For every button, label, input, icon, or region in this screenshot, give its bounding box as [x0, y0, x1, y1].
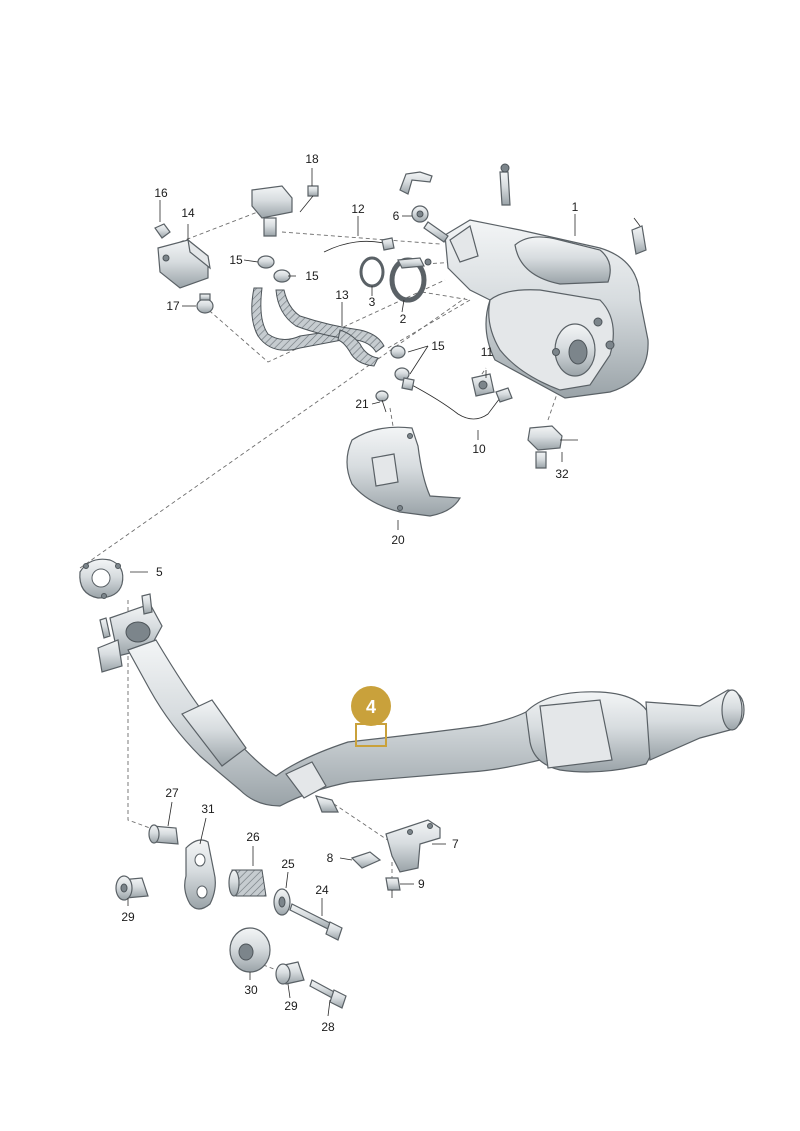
- part-13-hoses: [251, 287, 385, 367]
- part-9-bolt: [385, 877, 401, 898]
- part-28-bolt: [309, 979, 347, 1009]
- part-26-spring: [228, 869, 267, 897]
- label-part-15a: 15: [229, 253, 243, 267]
- part-29a-bushing: [115, 875, 149, 901]
- label-part-30: 30: [244, 983, 258, 997]
- label-part-8: 8: [327, 851, 334, 865]
- part-21-bolt: [375, 390, 389, 413]
- label-part-29a: 29: [121, 910, 135, 924]
- part-5-gasket: [79, 558, 124, 599]
- part-4-highlight[interactable]: 4: [351, 686, 391, 747]
- part-31-bracket: [184, 839, 216, 910]
- part-32-sensor: [527, 425, 578, 469]
- part-18-bolt: [299, 185, 319, 213]
- label-part-1: 1: [572, 200, 579, 214]
- part-24-bolt: [289, 903, 343, 941]
- part-20-heat-shield: [346, 426, 461, 517]
- label-part-5: 5: [156, 565, 163, 579]
- part-25-washer: [273, 888, 291, 916]
- part-8-nut: [350, 851, 382, 869]
- label-part-29b: 29: [284, 999, 298, 1013]
- label-part-6: 6: [393, 209, 400, 223]
- label-part-20: 20: [391, 533, 405, 547]
- part-6-pipe-fitting: [399, 171, 449, 243]
- label-part-2: 2: [400, 312, 407, 326]
- label-part-27: 27: [165, 786, 179, 800]
- part-14-bracket: [157, 238, 211, 289]
- label-part-21: 21: [355, 397, 369, 411]
- dpf-assembly: [444, 163, 649, 399]
- part-17-nut: [196, 293, 214, 314]
- label-part-14: 14: [181, 206, 195, 220]
- part-30-rubber-mount: [229, 927, 271, 973]
- part-10-tube: [401, 377, 513, 420]
- part-11-clip: [471, 373, 495, 397]
- label-part-32: 32: [555, 467, 569, 481]
- leader-lines: [127, 168, 576, 1017]
- callout-labels: 1 2 3 5 6 7 8 9 10 11 12 13 14 15 15 15 …: [121, 152, 578, 1034]
- highlight-badge[interactable]: [351, 686, 391, 726]
- label-part-13: 13: [335, 288, 349, 302]
- label-part-10: 10: [472, 442, 486, 456]
- label-part-15c: 15: [431, 339, 445, 353]
- label-part-7: 7: [452, 837, 459, 851]
- part-29b-bushing: [275, 961, 305, 985]
- part-4-front-pipe: [97, 593, 745, 813]
- highlight-badge-label: 4: [366, 697, 376, 717]
- label-part-9: 9: [418, 877, 425, 891]
- label-part-31: 31: [201, 802, 215, 816]
- label-part-3: 3: [369, 295, 376, 309]
- label-part-11: 11: [481, 345, 494, 359]
- part-16-nut: [154, 223, 171, 239]
- label-part-18: 18: [305, 152, 319, 166]
- label-part-17: 17: [166, 299, 180, 313]
- label-part-28: 28: [321, 1020, 335, 1034]
- part-27-bushing: [148, 824, 179, 845]
- label-part-26: 26: [246, 830, 260, 844]
- label-part-25: 25: [281, 857, 295, 871]
- label-part-15b: 15: [305, 269, 319, 283]
- label-part-16: 16: [154, 186, 168, 200]
- part-2-clamp: [389, 257, 432, 303]
- label-part-12: 12: [351, 202, 365, 216]
- part-7-hanger: [385, 819, 441, 873]
- part-15-clips: [257, 255, 410, 381]
- label-part-24: 24: [315, 883, 329, 897]
- part-3-seal-ring: [359, 256, 385, 288]
- pressure-sensor: [251, 185, 293, 237]
- part-12-sensor-wire: [323, 237, 395, 253]
